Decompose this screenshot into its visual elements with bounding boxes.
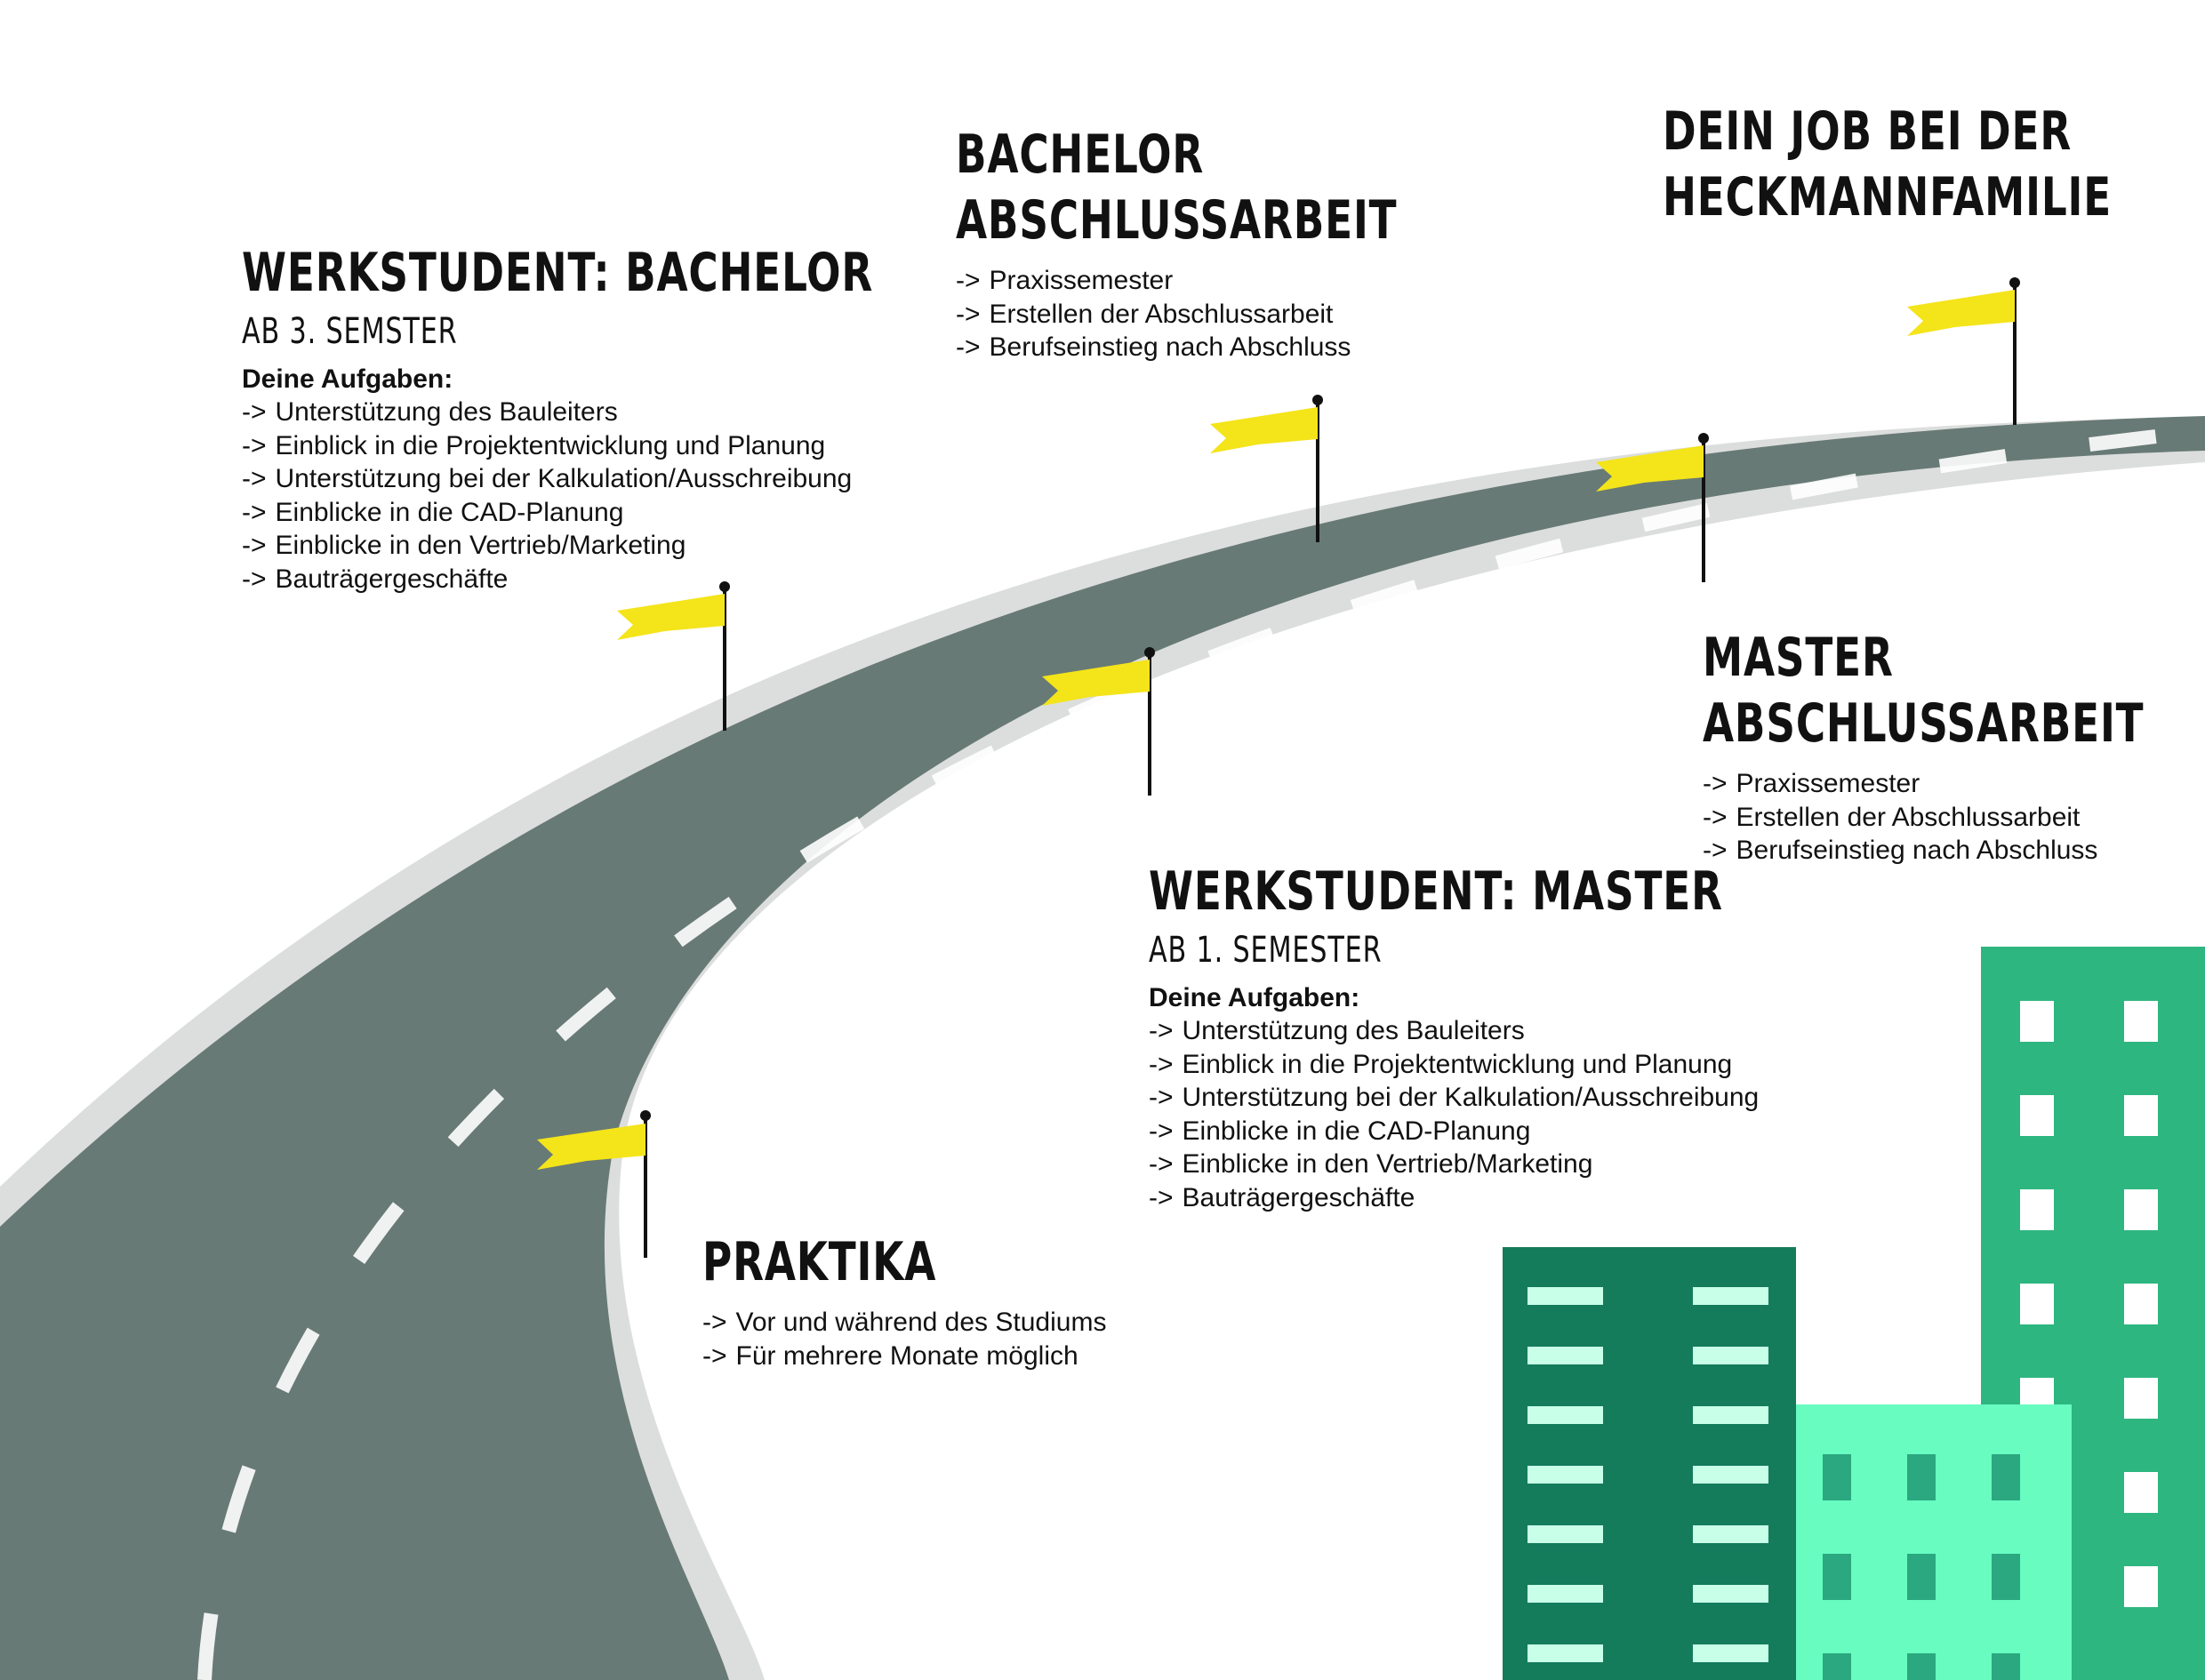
window: [1693, 1406, 1768, 1424]
building-light: [1796, 1404, 2072, 1680]
window: [1907, 1653, 1936, 1680]
window: [2020, 1095, 2054, 1136]
milestone-title: Werkstudent: Bachelor: [242, 242, 874, 304]
tasks-heading: Deine Aufgaben:: [1149, 983, 1360, 1012]
milestone-title-line1: Dein Job bei der: [1663, 100, 2073, 163]
milestone-title-line2: Abschlussarbeit: [956, 189, 1398, 252]
buildings: [1503, 947, 2205, 1680]
building-tall-windows: [2020, 1001, 2158, 1607]
flag-werkstudent-bachelor: [617, 581, 730, 731]
list-item: ->Einblick in die Projektentwicklung und…: [1149, 1049, 1733, 1079]
window: [1527, 1406, 1603, 1424]
list-item: ->Einblick in die Projektentwicklung und…: [242, 430, 826, 460]
task-list: ->Praxissemester ->Erstellen der Abschlu…: [1703, 767, 2205, 868]
window: [1992, 1554, 2020, 1600]
flag-bachelor-abschlussarbeit: [1210, 395, 1323, 542]
milestone-title: Werkstudent: Master: [1149, 860, 1723, 923]
window: [1693, 1287, 1768, 1305]
building-dark: [1503, 1247, 1796, 1680]
list-item: ->Einblicke in die CAD-Planung: [1149, 1116, 1531, 1146]
milestone-bachelor-abschlussarbeit: Bachelor Abschlussarbeit ->Praxissemeste…: [956, 122, 1481, 364]
list-item: ->Bauträgergeschäfte: [1149, 1182, 1415, 1212]
window: [1693, 1585, 1768, 1603]
task-list: ->Praxissemester ->Erstellen der Abschlu…: [956, 264, 1481, 364]
list-item: ->Berufseinstieg nach Abschluss: [956, 332, 1351, 362]
task-list: ->Vor und während des Studiums ->Für meh…: [702, 1306, 1106, 1372]
milestone-job: Dein Job bei der Heckmannfamilie: [1663, 99, 2197, 230]
window: [2020, 1001, 2054, 1042]
milestone-werkstudent-master: Werkstudent: Master ab 1. Semester Deine…: [1149, 859, 1832, 1214]
window: [1693, 1466, 1768, 1484]
window: [2124, 1284, 2158, 1324]
window: [1527, 1347, 1603, 1364]
flag-werkstudent-master: [1042, 647, 1155, 796]
flag-praktika: [537, 1110, 651, 1258]
window: [1693, 1525, 1768, 1543]
window: [1693, 1347, 1768, 1364]
list-item: ->Praxissemester: [956, 266, 1174, 295]
list-item: ->Erstellen der Abschlussarbeit: [956, 299, 1334, 329]
window: [2020, 1189, 2054, 1230]
window: [1823, 1554, 1851, 1600]
window: [2124, 1566, 2158, 1607]
list-item: ->Unterstützung des Bauleiters: [242, 397, 618, 427]
task-list: ->Unterstützung des Bauleiters ->Einblic…: [1149, 1014, 1832, 1214]
milestone-title-line2: Abschlussarbeit: [1703, 692, 2145, 755]
milestone-master-abschlussarbeit: Master Abschlussarbeit ->Praxissemester …: [1703, 625, 2205, 868]
window: [2124, 1189, 2158, 1230]
building-light-windows: [1823, 1454, 2020, 1680]
window: [1693, 1644, 1768, 1662]
milestone-title-line1: Master: [1703, 627, 1894, 689]
window: [1527, 1287, 1603, 1305]
list-item: ->Unterstützung bei der Kalkulation/Auss…: [242, 464, 853, 493]
window: [2124, 1001, 2158, 1042]
tasks-heading: Deine Aufgaben:: [242, 364, 453, 394]
milestone-title: Praktika: [702, 1231, 937, 1293]
list-item: ->Einblicke in die CAD-Planung: [242, 497, 624, 527]
list-item: ->Unterstützung des Bauleiters: [1149, 1016, 1525, 1045]
task-list: ->Unterstützung des Bauleiters ->Einblic…: [242, 396, 993, 596]
window: [2124, 1378, 2158, 1419]
window: [1527, 1525, 1603, 1543]
list-item: ->Einblicke in den Vertrieb/Marketing: [1149, 1149, 1593, 1179]
window: [2020, 1284, 2054, 1324]
road: [0, 416, 2205, 1680]
window: [2124, 1472, 2158, 1513]
window: [1907, 1554, 1936, 1600]
building-dark-windows: [1527, 1287, 1768, 1662]
milestone-title-line1: Bachelor: [956, 124, 1205, 186]
flag-master-abschlussarbeit: [1596, 433, 1709, 582]
milestone-title-line2: Heckmannfamilie: [1663, 166, 2113, 228]
flag-job: [1907, 277, 2020, 425]
list-item: ->Berufseinstieg nach Abschluss: [1703, 836, 2098, 865]
list-item: ->Praxissemester: [1703, 769, 1920, 798]
window: [1527, 1585, 1603, 1603]
window: [1992, 1454, 2020, 1500]
window: [2124, 1095, 2158, 1136]
list-item: ->Einblicke in den Vertrieb/Marketing: [242, 531, 686, 560]
milestone-werkstudent-bachelor: Werkstudent: Bachelor ab 3. Semster Dein…: [242, 240, 993, 596]
milestone-subtitle: ab 3. Semster: [242, 311, 458, 352]
list-item: ->Vor und während des Studiums: [702, 1308, 1107, 1337]
milestone-subtitle: ab 1. Semester: [1149, 930, 1383, 971]
lane-markings: [197, 424, 2205, 1680]
window: [1907, 1454, 1936, 1500]
window: [1823, 1454, 1851, 1500]
window: [1823, 1653, 1851, 1680]
window: [1992, 1653, 2020, 1680]
list-item: ->Für mehrere Monate möglich: [702, 1340, 1078, 1371]
milestone-praktika: Praktika ->Vor und während des Studiums …: [702, 1229, 1106, 1372]
list-item: ->Unterstützung bei der Kalkulation/Auss…: [1149, 1083, 1760, 1112]
window: [1527, 1644, 1603, 1662]
list-item: ->Erstellen der Abschlussarbeit: [1703, 802, 2081, 832]
list-item: ->Bauträgergeschäfte: [242, 564, 509, 594]
window: [1527, 1466, 1603, 1484]
